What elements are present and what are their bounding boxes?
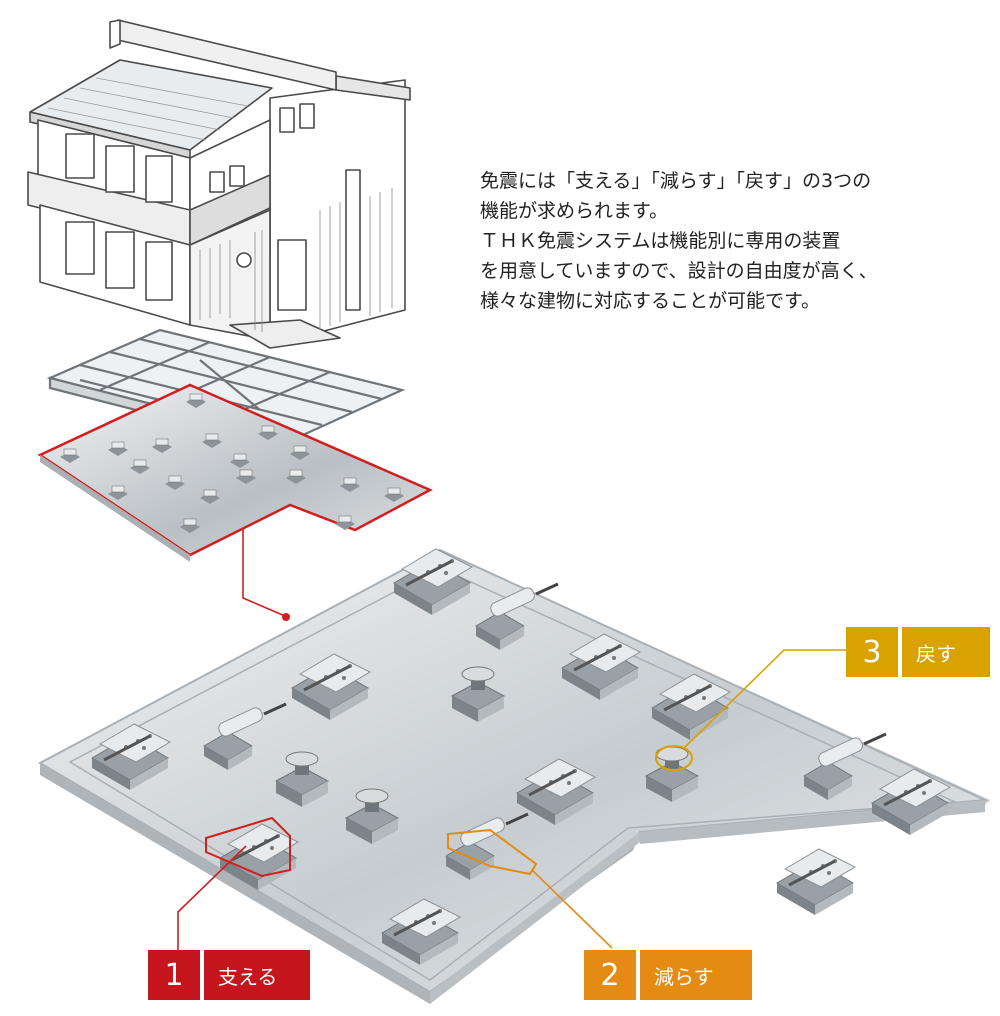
callout-label: 支える	[204, 950, 310, 1000]
callout-return: 3 戻す	[846, 627, 990, 677]
leader-line-2	[531, 869, 613, 949]
description-line: を用意していますので、設計の自由度が高く、	[480, 260, 878, 282]
description-line: 様々な建物に対応することが可能です。	[480, 290, 821, 312]
callout-separator	[636, 950, 640, 1000]
highlight-outline-2	[447, 828, 538, 876]
callout-label: 戻す	[902, 627, 990, 677]
description-line: ＴＨＫ免震システムは機能別に専用の装置	[480, 230, 841, 252]
description-line: 機能が求められます。	[480, 200, 669, 222]
description-text: 免震には「支える」「減らす」「戻す」の3つの 機能が求められます。 ＴＨＫ免震シ…	[480, 166, 920, 316]
leader-line-3	[683, 649, 846, 749]
callout-number: 3	[846, 627, 898, 677]
highlight-outline-1	[205, 816, 291, 878]
callout-number: 1	[148, 950, 200, 1000]
house-illustration	[27, 19, 411, 349]
callout-separator	[200, 950, 204, 1000]
callout-support: 1 支える	[148, 950, 310, 1000]
highlight-outline-3	[655, 745, 693, 771]
siding-lines	[199, 188, 393, 332]
zoom-connector-line	[242, 528, 286, 617]
small-foundation-slab	[37, 383, 433, 562]
callout-reduce: 2 減らす	[584, 950, 752, 1000]
callout-separator	[898, 627, 902, 677]
callout-number: 2	[584, 950, 636, 1000]
callout-label: 減らす	[640, 950, 752, 1000]
description-line: 免震には「支える」「減らす」「戻す」の3つの	[480, 170, 872, 192]
roof-lines	[47, 77, 249, 141]
leader-line-1	[177, 845, 247, 950]
large-foundation-slab	[37, 548, 990, 1004]
